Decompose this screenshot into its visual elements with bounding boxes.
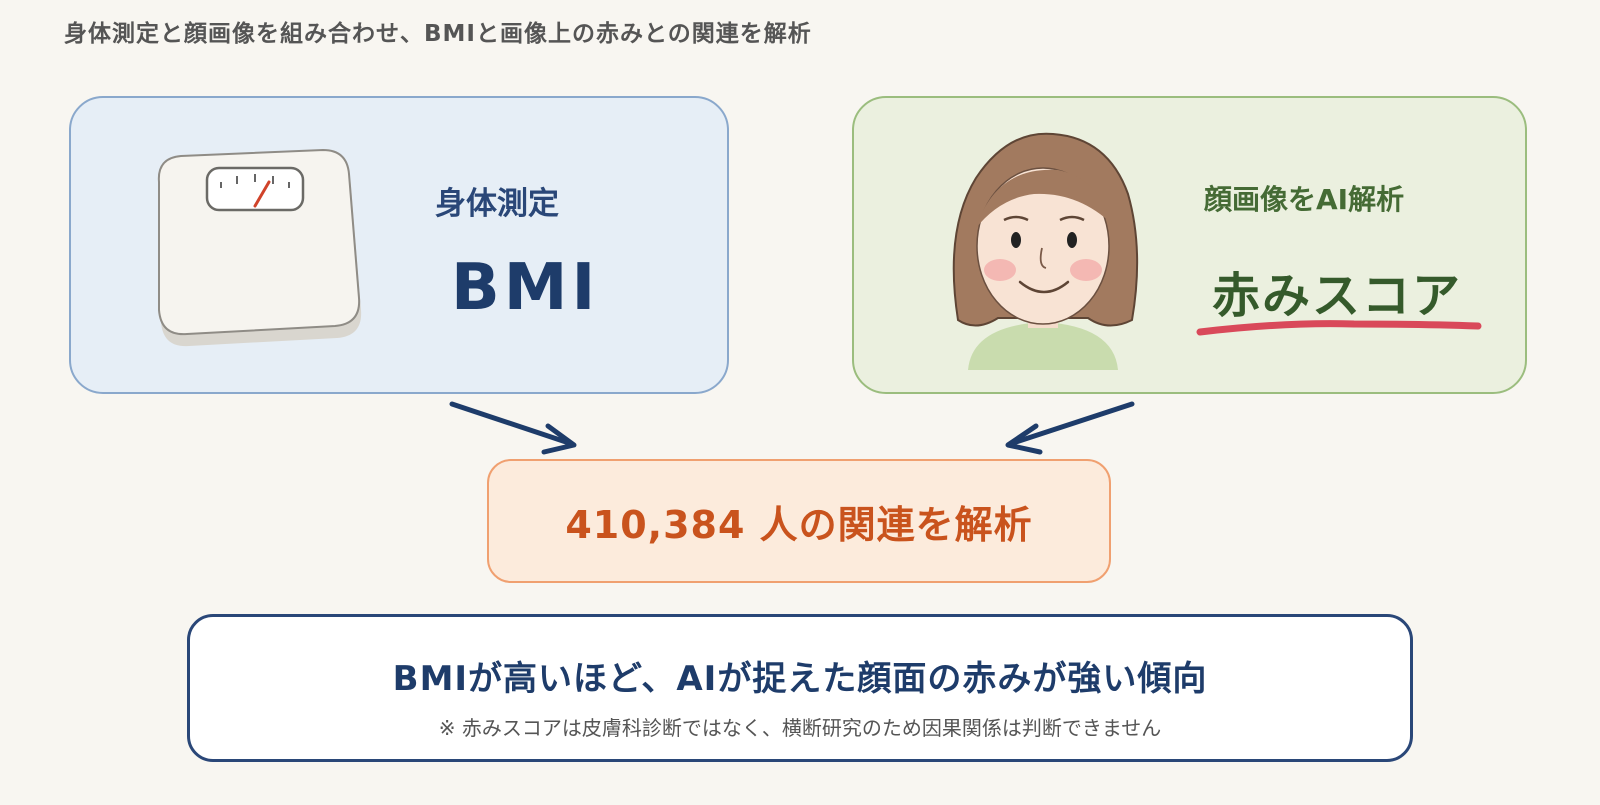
analysis-count-box: 410,384 人の関連を解析 bbox=[487, 459, 1111, 583]
smiling-woman-face-illustration bbox=[952, 132, 1139, 370]
left-arrowhead bbox=[541, 423, 577, 455]
right-arrow-line bbox=[1007, 401, 1135, 447]
right-arrowhead bbox=[1005, 423, 1043, 455]
body-measurement-panel: 身体測定 BMI bbox=[69, 96, 729, 394]
redness-underline bbox=[1196, 320, 1482, 336]
bathroom-scale-icon bbox=[157, 148, 362, 347]
analysis-count-text: 410,384 人の関連を解析 bbox=[565, 502, 1033, 547]
face-image-ai-label: 顔画像をAI解析 bbox=[1204, 183, 1405, 216]
face-image-ai-panel: 顔画像をAI解析 赤みスコア bbox=[852, 96, 1527, 394]
header-title: 身体測定と顔画像を組み合わせ、BMIと画像上の赤みとの関連を解析 bbox=[64, 21, 812, 47]
left-arrow-line bbox=[449, 401, 575, 447]
redness-score-label: 赤みスコア bbox=[1212, 268, 1463, 324]
conclusion-box: BMIが高いほど、AIが捉えた顔面の赤みが強い傾向 ※ 赤みスコアは皮膚科診断で… bbox=[187, 614, 1413, 762]
conclusion-main: BMIが高いほど、AIが捉えた顔面の赤みが強い傾向 bbox=[392, 659, 1208, 699]
conclusion-note: ※ 赤みスコアは皮膚科診断ではなく、横断研究のため因果関係は判断できません bbox=[438, 716, 1162, 740]
bmi-label: BMI bbox=[451, 251, 600, 325]
body-measurement-label: 身体測定 bbox=[435, 186, 559, 222]
